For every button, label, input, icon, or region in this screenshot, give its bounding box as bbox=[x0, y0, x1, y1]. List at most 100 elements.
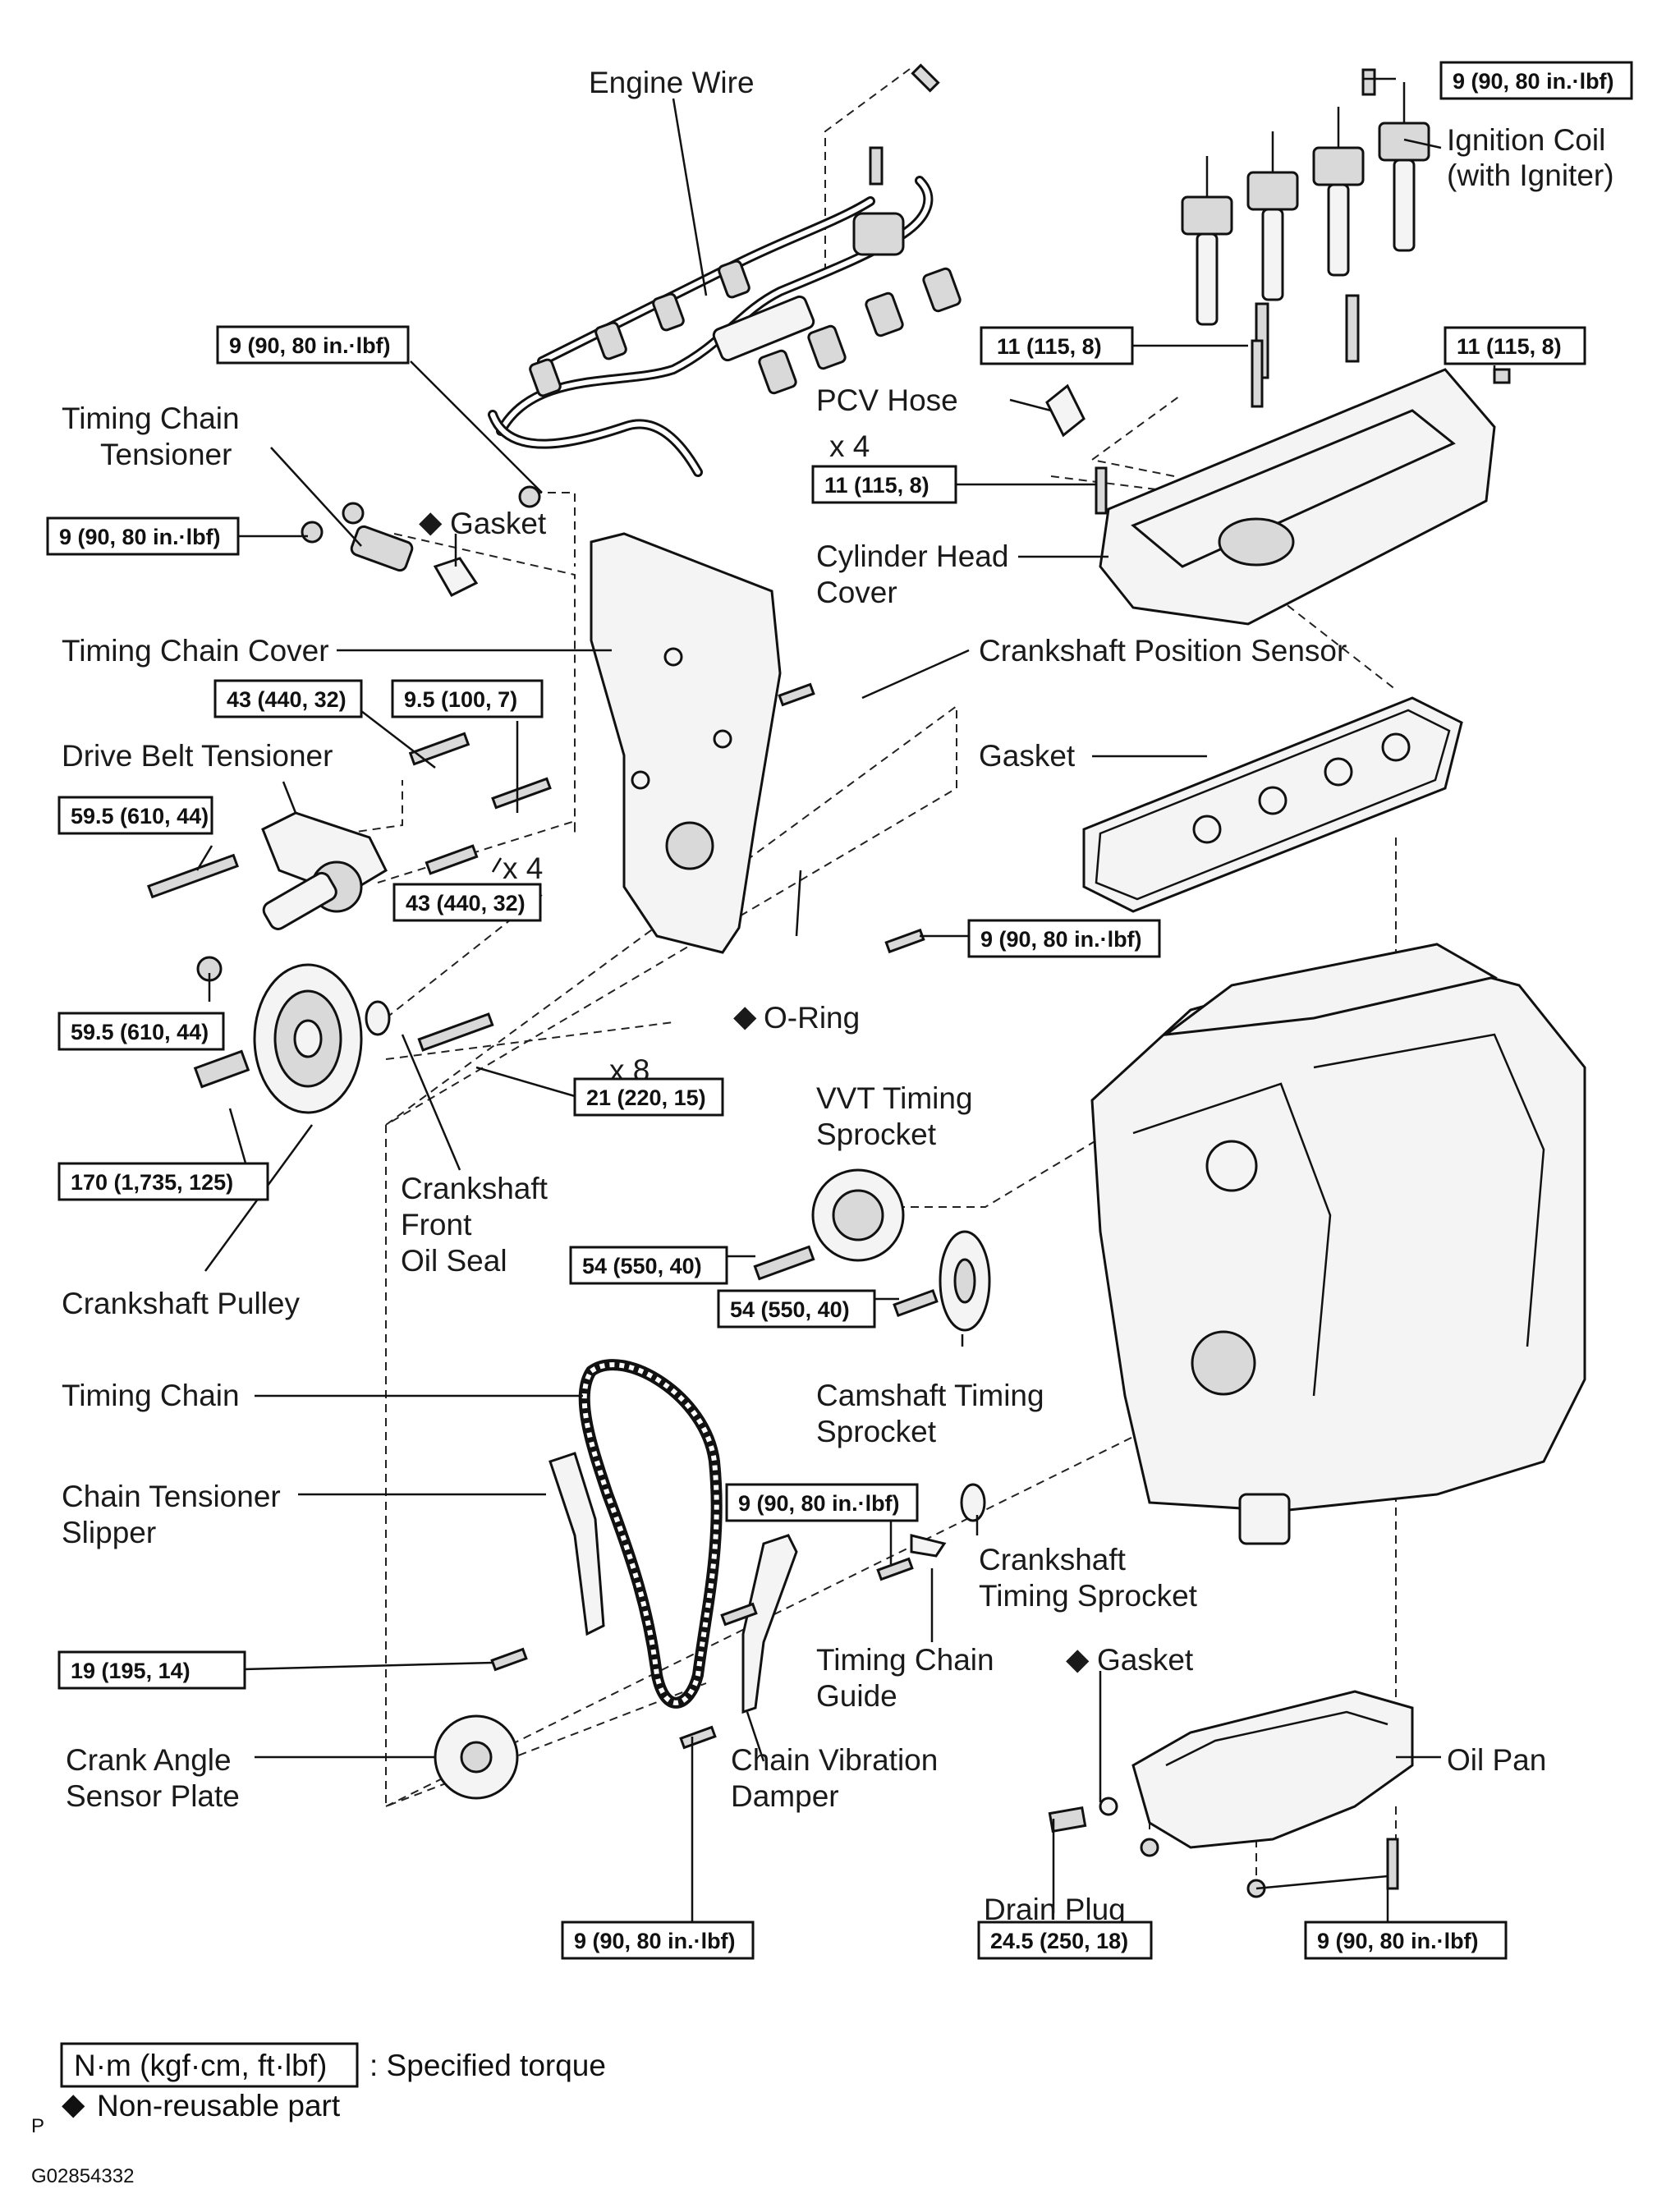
label-vvt-timing-sprocket-line2: Sprocket bbox=[816, 1117, 937, 1151]
torque-box: 9.5 (100, 7) bbox=[391, 679, 544, 718]
torque-specs: 9 (90, 80 in.·lbf) 9 (90, 80 in.·lbf) 11… bbox=[46, 61, 1633, 1960]
torque-cover-bolt-43-x4: 43 (440, 32) bbox=[406, 891, 526, 916]
crankshaft-timing-sprocket-drawing bbox=[960, 1483, 986, 1522]
torque-head-cover-bolt-x4: 11 (115, 8) bbox=[824, 473, 929, 498]
torque-belt-tensioner-nut: 59.5 (610, 44) bbox=[71, 1020, 209, 1044]
torque-box: 19 (195, 14) bbox=[57, 1650, 246, 1690]
torque-slipper-bolt: 19 (195, 14) bbox=[71, 1659, 190, 1683]
torque-cover-bolt-43-upper: 43 (440, 32) bbox=[227, 687, 347, 712]
torque-box: 54 (550, 40) bbox=[717, 1289, 876, 1329]
chain-vibration-damper-drawing bbox=[741, 1534, 798, 1714]
label-chain-tensioner-slipper-line1: Chain Tensioner bbox=[62, 1480, 281, 1513]
torque-box: 9 (90, 80 in.·lbf) bbox=[1304, 1921, 1508, 1960]
torque-box: 170 (1,735, 125) bbox=[57, 1162, 269, 1201]
label-crank-angle-sensor-plate-line2: Sensor Plate bbox=[66, 1779, 240, 1813]
label-cylinder-head-cover-line1: Cylinder Head bbox=[816, 539, 1008, 573]
torque-belt-tensioner-bolt: 59.5 (610, 44) bbox=[71, 804, 209, 828]
label-x4-lower: x 4 bbox=[503, 851, 543, 885]
label-chain-vibration-damper-line1: Chain Vibration bbox=[731, 1743, 938, 1777]
torque-box: 59.5 (610, 44) bbox=[57, 796, 213, 835]
leader-lines bbox=[195, 77, 1496, 1921]
bolts-decorative bbox=[147, 63, 1511, 1898]
torque-drain-plug: 24.5 (250, 18) bbox=[990, 1929, 1128, 1953]
label-gasket-oil-pan: Gasket bbox=[1097, 1643, 1194, 1677]
torque-cover-bolt-x8: 21 (220, 15) bbox=[586, 1085, 706, 1110]
crank-angle-sensor-plate-drawing bbox=[434, 1714, 519, 1800]
torque-head-cover-nut: 11 (115, 8) bbox=[1457, 334, 1562, 359]
label-gasket-oil-pan-diamond: ◆ bbox=[1066, 1642, 1090, 1676]
label-crankshaft-position-sensor: Crankshaft Position Sensor bbox=[979, 634, 1347, 668]
label-x4-upper: x 4 bbox=[829, 429, 870, 463]
label-ignition-coil-line1: Ignition Coil bbox=[1447, 123, 1605, 157]
label-engine-wire: Engine Wire bbox=[589, 66, 755, 99]
label-pcv-hose: PCV Hose bbox=[816, 383, 958, 417]
oil-pan-drawing bbox=[1099, 1690, 1414, 1849]
label-chain-vibration-damper-line2: Damper bbox=[731, 1779, 839, 1813]
torque-box: 9 (90, 80 in.·lbf) bbox=[725, 1483, 919, 1522]
head-cover-gasket-drawing bbox=[1082, 696, 1463, 913]
torque-head-cover-stud: 11 (115, 8) bbox=[997, 334, 1102, 359]
torque-box: 9 (90, 80 in.·lbf) bbox=[1439, 61, 1633, 100]
torque-damper-bolt: 9 (90, 80 in.·lbf) bbox=[574, 1929, 736, 1953]
engine-block-drawing bbox=[1090, 943, 1586, 1545]
vvt-timing-sprocket-drawing bbox=[811, 1168, 905, 1262]
torque-pulley-bolt: 170 (1,735, 125) bbox=[71, 1170, 233, 1195]
torque-box: 11 (115, 8) bbox=[811, 465, 957, 504]
torque-box: 43 (440, 32) bbox=[213, 679, 363, 718]
timing-chain-cover-drawing bbox=[590, 532, 782, 954]
figure-id: G02854332 bbox=[31, 2165, 134, 2187]
label-o-ring-diamond: ◆ bbox=[733, 999, 757, 1033]
torque-tensioner-nut: 9 (90, 80 in.·lbf) bbox=[59, 525, 221, 549]
label-gasket-upper: Gasket bbox=[450, 507, 547, 540]
legend: N·m (kgf·cm, ft·lbf) : Specified torque … bbox=[60, 2042, 606, 2123]
torque-box: 11 (115, 8) bbox=[980, 326, 1134, 365]
legend-unit-box: N·m (kgf·cm, ft·lbf) bbox=[74, 2049, 327, 2082]
torque-box: 9 (90, 80 in.·lbf) bbox=[967, 919, 1161, 958]
timing-chain-drawing bbox=[578, 1359, 723, 1709]
torque-box: 9 (90, 80 in.·lbf) bbox=[216, 325, 410, 365]
torque-box: 11 (115, 8) bbox=[1444, 326, 1586, 365]
label-cylinder-head-cover-line2: Cover bbox=[816, 576, 897, 609]
torque-box: 24.5 (250, 18) bbox=[977, 1921, 1153, 1960]
label-drive-belt-tensioner: Drive Belt Tensioner bbox=[62, 739, 333, 773]
torque-oil-pan-bolt: 9 (90, 80 in.·lbf) bbox=[1317, 1929, 1479, 1953]
torque-guide-bolt: 9 (90, 80 in.·lbf) bbox=[738, 1491, 900, 1516]
torque-box: 21 (220, 15) bbox=[573, 1077, 724, 1117]
torque-vvt-sprocket-bolt: 54 (550, 40) bbox=[582, 1254, 702, 1278]
label-crankshaft-front-oil-seal-line2: Front bbox=[401, 1208, 472, 1241]
torque-cover-stud-9-5: 9.5 (100, 7) bbox=[404, 687, 517, 712]
torque-box: 54 (550, 40) bbox=[569, 1246, 728, 1285]
label-crankshaft-pulley: Crankshaft Pulley bbox=[62, 1287, 300, 1320]
label-crank-angle-sensor-plate-line1: Crank Angle bbox=[66, 1743, 232, 1777]
label-timing-chain-cover: Timing Chain Cover bbox=[62, 634, 329, 668]
torque-sensor-bolt: 9 (90, 80 in.·lbf) bbox=[980, 927, 1142, 952]
crankshaft-pulley-drawing bbox=[253, 963, 391, 1114]
label-oil-pan: Oil Pan bbox=[1447, 1743, 1546, 1777]
cylinder-head-cover-drawing bbox=[1045, 294, 1496, 626]
legend-diamond: ◆ bbox=[62, 2087, 85, 2121]
chain-tensioner-slipper-drawing bbox=[549, 1452, 605, 1636]
label-timing-chain-tensioner-line2: Tensioner bbox=[100, 438, 232, 471]
engine-wire-drawing bbox=[488, 176, 962, 477]
label-crankshaft-front-oil-seal-line3: Oil Seal bbox=[401, 1244, 507, 1278]
drive-belt-tensioner-drawing bbox=[261, 811, 388, 930]
camshaft-timing-sprocket-drawing bbox=[939, 1230, 991, 1332]
label-timing-chain-guide-line1: Timing Chain bbox=[816, 1643, 994, 1677]
label-timing-chain-guide-line2: Guide bbox=[816, 1679, 897, 1713]
ignition-coils-drawing bbox=[1181, 82, 1430, 326]
label-crankshaft-timing-sprocket-line2: Timing Sprocket bbox=[979, 1579, 1198, 1613]
label-drain-plug: Drain Plug bbox=[984, 1893, 1126, 1926]
legend-unit-desc: : Specified torque bbox=[369, 2049, 606, 2082]
footer-marker: P bbox=[31, 2115, 44, 2137]
label-crankshaft-timing-sprocket-line1: Crankshaft bbox=[979, 1543, 1127, 1576]
torque-wire-bolt: 9 (90, 80 in.·lbf) bbox=[229, 333, 391, 358]
torque-box: 59.5 (610, 44) bbox=[57, 1012, 225, 1051]
label-gasket-upper-diamond: ◆ bbox=[419, 505, 443, 539]
torque-box: 9 (90, 80 in.·lbf) bbox=[561, 1921, 755, 1960]
torque-box: 43 (440, 32) bbox=[392, 883, 542, 922]
label-camshaft-timing-sprocket-line2: Sprocket bbox=[816, 1415, 937, 1448]
label-camshaft-timing-sprocket-line1: Camshaft Timing bbox=[816, 1379, 1044, 1412]
torque-cam-sprocket-bolt: 54 (550, 40) bbox=[730, 1297, 850, 1322]
timing-chain-guide-drawing bbox=[910, 1534, 947, 1558]
part-labels: Engine Wire Ignition Coil (with Igniter)… bbox=[62, 66, 1614, 1926]
